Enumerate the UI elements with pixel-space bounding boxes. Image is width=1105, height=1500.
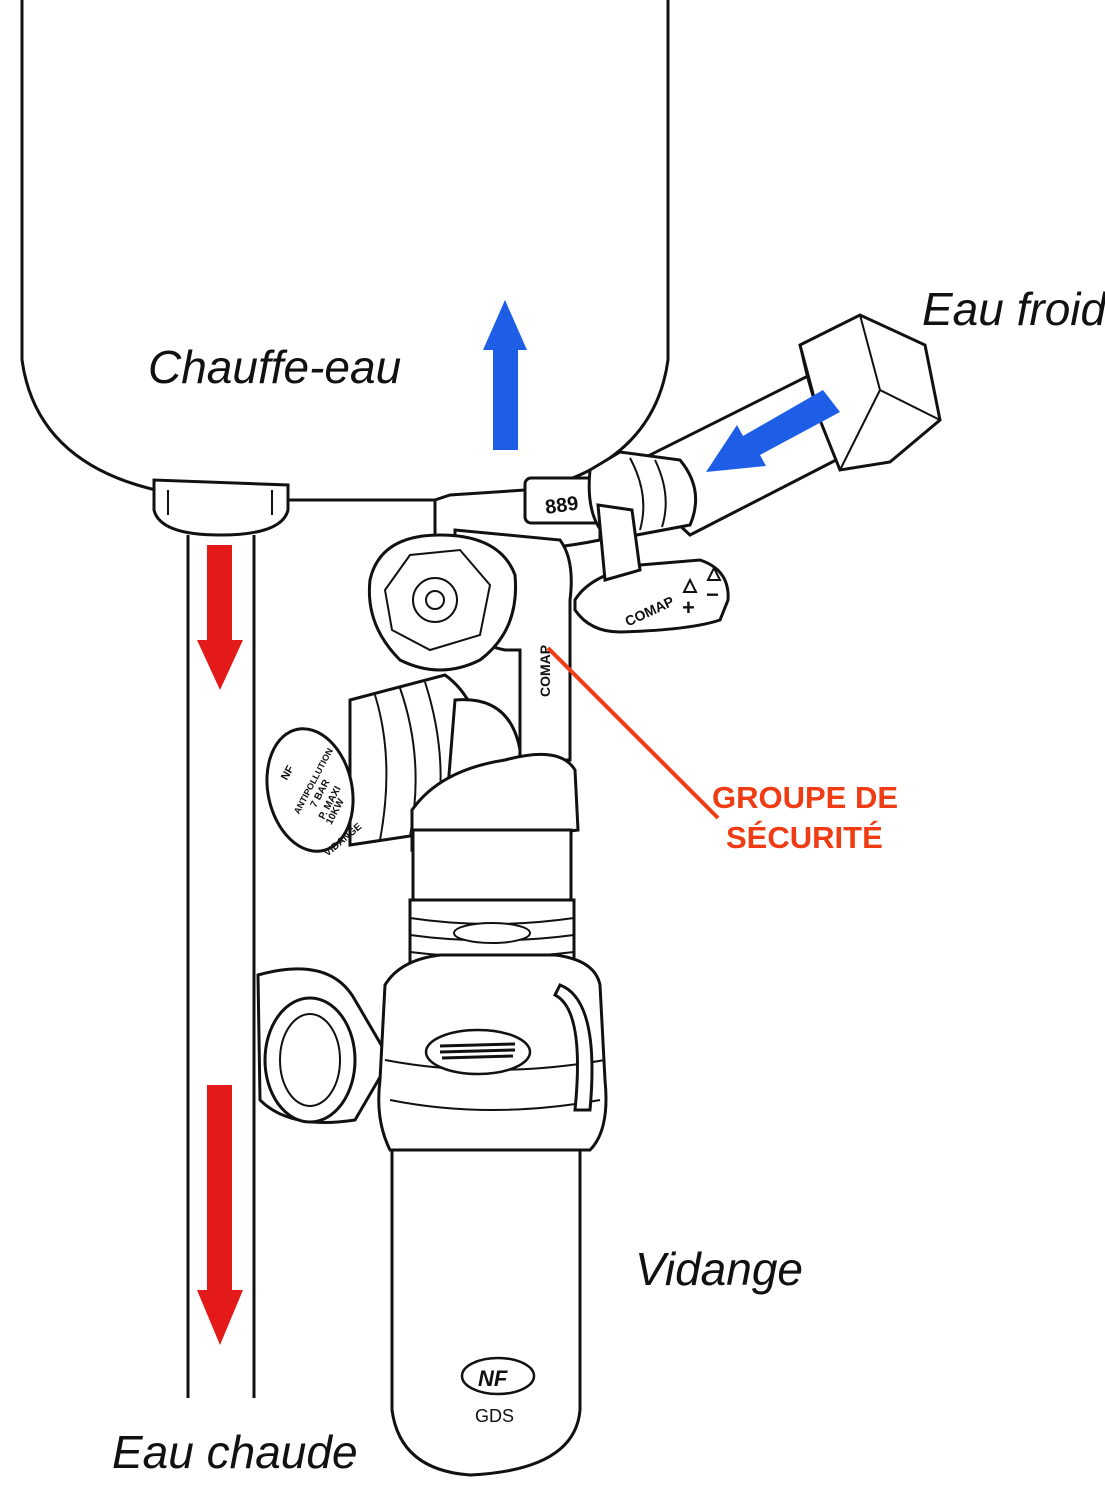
siphon-tube: NF GDS	[390, 1148, 582, 1477]
siphon-funnel	[377, 953, 608, 1152]
nut-number: 889	[544, 493, 580, 519]
valve-handle[interactable]: COMAP + −	[573, 503, 730, 634]
label-hot-water: Eau chaude	[112, 1426, 358, 1478]
label-safety-group-line2: SÉCURITÉ	[726, 820, 883, 855]
cold-arrow-up	[483, 300, 527, 450]
cold-arrow-inlet	[706, 390, 840, 472]
handle-minus: −	[706, 582, 719, 607]
label-cold-water: Eau froide	[922, 283, 1105, 335]
label-safety-group-line1: GROUPE DE	[712, 780, 898, 815]
body-brand: COMAP	[537, 645, 553, 697]
hot-arrow-top	[197, 545, 243, 690]
arrow-red-icon	[197, 545, 243, 1345]
arrow-blue-icon	[483, 300, 840, 472]
water-heater-tank	[20, 0, 670, 502]
hot-water-pipe	[186, 535, 256, 1398]
siphon-nf: NF	[478, 1366, 508, 1391]
hot-outlet-fitting	[152, 478, 290, 537]
callout-line	[546, 646, 720, 820]
label-heater: Chauffe-eau	[148, 341, 401, 393]
siphon-gds: GDS	[475, 1406, 514, 1426]
label-drain: Vidange	[635, 1243, 803, 1295]
drain-outlet	[408, 752, 580, 982]
handle-plus: +	[682, 595, 695, 620]
hot-arrow-bottom	[197, 1085, 243, 1345]
siphon-side-arm	[256, 967, 392, 1124]
